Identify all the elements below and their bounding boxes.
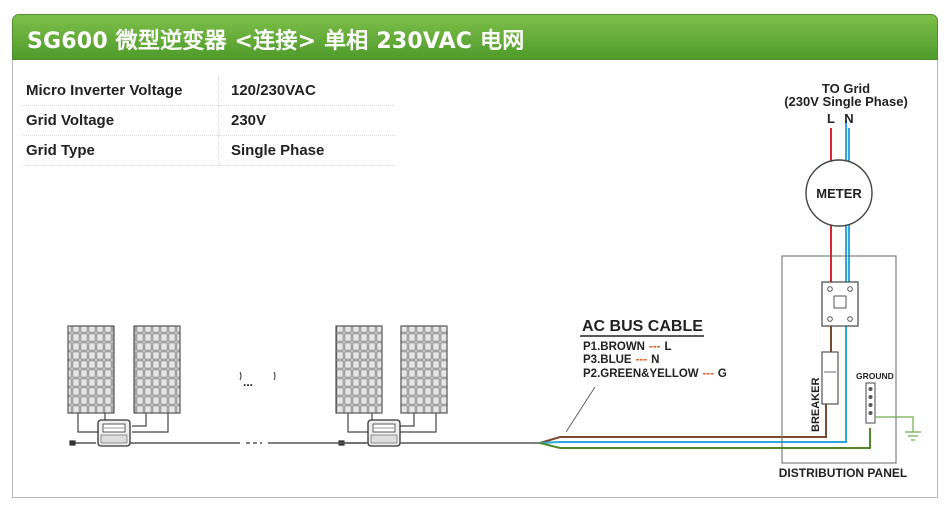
grid-line-label: L [827,111,835,126]
solar-panel [335,325,383,414]
spec-row: Grid Type Single Phase [22,135,395,166]
meter-label: METER [816,186,862,201]
wire-code: L [664,341,671,353]
ground-bar [865,382,876,424]
page-title: SG600 微型逆变器 <连接> 单相 230VAC 电网 [27,29,525,54]
spec-row: Micro Inverter Voltage 120/230VAC [22,76,395,106]
ellipsis-squiggle [239,371,276,381]
wire-code: N [651,354,659,366]
spec-value: 120/230VAC [218,76,395,106]
solar-array-2 [335,325,448,447]
wire-code: G [718,368,727,380]
cable-leader [565,386,596,433]
meter: METER [805,159,873,227]
micro-inverter [97,419,131,447]
main-breaker [821,281,859,327]
panel-label: DISTRIBUTION PANEL [779,466,907,480]
blue-conductor [539,120,847,444]
cable-wire-row: P3.BLUE ---N [583,354,659,366]
wire-dash: --- [649,341,661,353]
wire-dash: --- [636,354,648,366]
title-bar: SG600 微型逆变器 <连接> 单相 230VAC 电网 [12,14,938,60]
earth-icon [905,431,921,441]
wire-name: P2.GREEN&YELLOW [583,368,699,380]
earth-lead [875,416,914,432]
ellipsis-label: ... [243,375,253,389]
solar-array-1 [67,325,181,447]
cable-wire-row: P1.BROWN ---L [583,341,672,353]
green-conductor [539,428,871,449]
wire-dash: --- [702,368,714,380]
solar-panel [133,325,181,414]
grid-title: TO Grid [822,81,870,96]
grid-neutral-label: N [844,111,853,126]
diagram-frame [12,60,938,498]
spec-label: Micro Inverter Voltage [22,76,219,106]
spec-table: Micro Inverter Voltage 120/230VAC Grid V… [22,76,395,166]
spec-label: Grid Voltage [22,105,219,136]
spec-row: Grid Voltage 230V [22,105,395,136]
wire-name: P3.BLUE [583,354,632,366]
branch-breaker [821,351,839,405]
solar-panel [400,325,448,414]
cable-wire-row: P2.GREEN&YELLOW--- G [583,368,727,380]
grid-subtitle: (230V Single Phase) [784,94,908,109]
spec-label: Grid Type [22,135,219,166]
solar-panel [67,325,115,414]
spec-value: 230V [218,105,395,136]
wire-name: P1.BROWN [583,341,645,353]
cable-legend: AC BUS CABLE P1.BROWN---L P3.BLUE---N P2… [580,318,727,380]
cable-title: AC BUS CABLE [582,318,703,335]
ground-label: GROUND [856,371,894,381]
spec-value: Single Phase [218,135,395,166]
breaker-label: BREAKER [810,378,822,432]
micro-inverter [367,419,401,447]
distribution-panel: BREAKER GROUND DISTRIBUTION PANEL [779,255,921,480]
inverter-connector [69,440,96,446]
